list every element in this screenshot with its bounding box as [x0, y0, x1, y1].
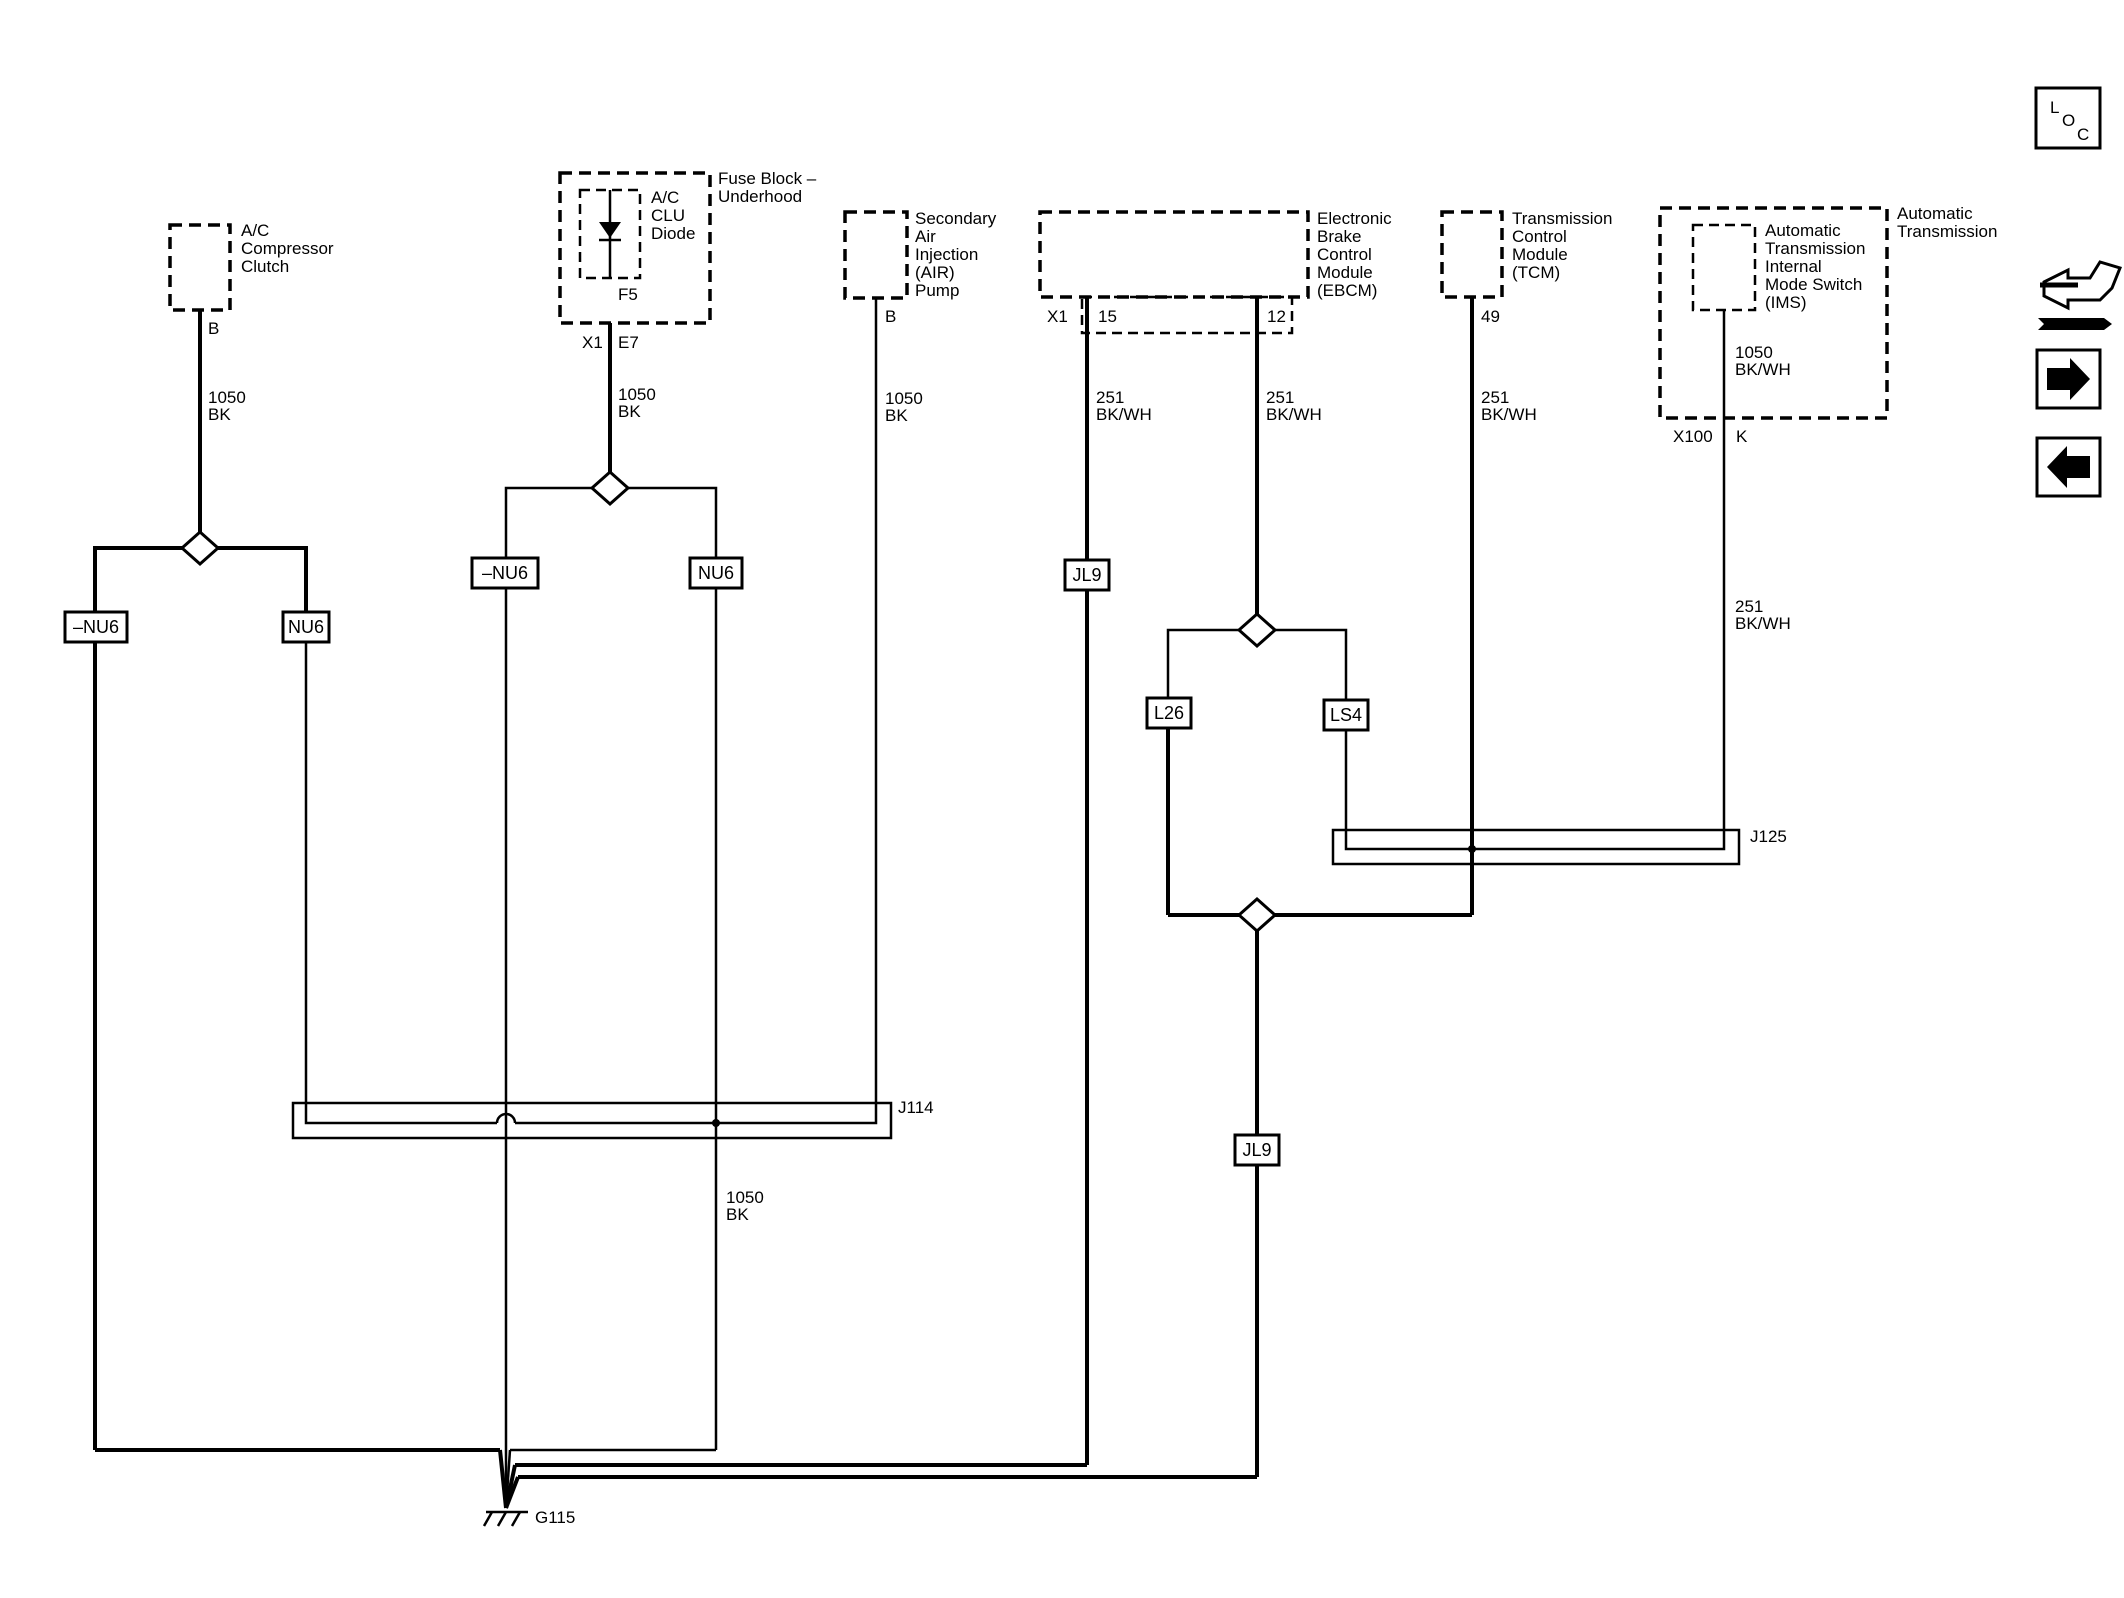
svg-text:(IMS): (IMS)	[1765, 293, 1807, 312]
svg-text:Clutch: Clutch	[241, 257, 289, 276]
svg-text:JL9: JL9	[1242, 1140, 1271, 1160]
svg-text:X1: X1	[1047, 307, 1068, 326]
svg-text:(AIR): (AIR)	[915, 263, 955, 282]
svg-text:(TCM): (TCM)	[1512, 263, 1560, 282]
option-l26-tag	[1145, 696, 1193, 730]
svg-text:Internal: Internal	[1765, 257, 1822, 276]
svg-text:Injection: Injection	[915, 245, 978, 264]
svg-text:LS4: LS4	[1330, 705, 1362, 725]
splice-diamond	[1236, 611, 1278, 649]
svg-text:251: 251	[1096, 388, 1124, 407]
splice-pack-j114: J114	[291, 1098, 934, 1140]
svg-text:Control: Control	[1512, 227, 1567, 246]
svg-text:L26: L26	[1154, 703, 1184, 723]
svg-text:X100: X100	[1673, 427, 1713, 446]
svg-text:E7: E7	[618, 333, 639, 352]
svg-text:15: 15	[1098, 307, 1117, 326]
svg-text:1050: 1050	[208, 388, 246, 407]
svg-text:Secondary: Secondary	[915, 209, 997, 228]
svg-text:1050: 1050	[618, 385, 656, 404]
svg-text:J114: J114	[898, 1098, 934, 1117]
svg-text:Electronic: Electronic	[1317, 209, 1392, 228]
svg-text:K: K	[1736, 427, 1748, 446]
svg-text:Automatic: Automatic	[1765, 221, 1841, 240]
svg-text:BK: BK	[618, 402, 641, 421]
svg-text:Control: Control	[1317, 245, 1372, 264]
transmission-control-module: Transmission Control Module (TCM) 49	[1440, 209, 1612, 326]
svg-text:Pump: Pump	[915, 281, 959, 300]
option-not-nu6-tag	[63, 610, 129, 644]
svg-text:1050: 1050	[885, 389, 923, 408]
svg-text:12: 12	[1267, 307, 1286, 326]
svg-text:Module: Module	[1317, 263, 1373, 282]
ebcm-module: Electronic Brake Control Module (EBCM) X…	[1038, 209, 1392, 335]
svg-text:251: 251	[1735, 597, 1763, 616]
connector-tool-icon[interactable]	[2038, 260, 2123, 330]
svg-text:Brake: Brake	[1317, 227, 1361, 246]
svg-text:Fuse Block –: Fuse Block –	[718, 169, 817, 188]
svg-text:BK: BK	[208, 405, 231, 424]
svg-text:CLU: CLU	[651, 206, 685, 225]
splice-diamond	[589, 469, 631, 507]
svg-text:251: 251	[1481, 388, 1509, 407]
svg-text:1050: 1050	[726, 1188, 764, 1207]
svg-text:F5: F5	[618, 285, 638, 304]
svg-text:BK/WH: BK/WH	[1735, 614, 1791, 633]
svg-text:Module: Module	[1512, 245, 1568, 264]
svg-text:A/C: A/C	[651, 188, 679, 207]
svg-text:BK/WH: BK/WH	[1096, 405, 1152, 424]
option-jl9-tag	[1233, 1133, 1281, 1167]
arrow-left-icon[interactable]	[2035, 436, 2102, 498]
svg-text:Diode: Diode	[651, 224, 695, 243]
svg-text:J125: J125	[1750, 827, 1787, 846]
svg-text:C: C	[2077, 125, 2089, 144]
svg-text:Transmission: Transmission	[1897, 222, 1997, 241]
svg-text:–NU6: –NU6	[73, 617, 119, 637]
svg-text:Mode Switch: Mode Switch	[1765, 275, 1862, 294]
svg-text:49: 49	[1481, 307, 1500, 326]
svg-text:–NU6: –NU6	[482, 563, 528, 583]
ac-compressor-clutch: A/C Compressor Clutch B	[168, 221, 334, 338]
option-ls4-tag	[1322, 698, 1370, 732]
svg-text:BK/WH: BK/WH	[1481, 405, 1537, 424]
svg-text:Compressor: Compressor	[241, 239, 334, 258]
splice-diamond	[1236, 896, 1278, 934]
option-jl9-tag	[1063, 558, 1111, 592]
svg-text:BK: BK	[885, 406, 908, 425]
automatic-transmission: Automatic Transmission Automatic Transmi…	[1658, 204, 1997, 446]
svg-text:Transmission: Transmission	[1512, 209, 1612, 228]
svg-text:NU6: NU6	[288, 617, 324, 637]
svg-text:L: L	[2050, 98, 2059, 117]
splice-pack-j125: J125	[1331, 827, 1787, 866]
svg-text:Air: Air	[915, 227, 936, 246]
arrow-right-icon[interactable]	[2035, 348, 2102, 410]
svg-text:A/C: A/C	[241, 221, 269, 240]
ground-g115: G115	[482, 1449, 575, 1527]
svg-text:Transmission: Transmission	[1765, 239, 1865, 258]
svg-text:JL9: JL9	[1072, 565, 1101, 585]
svg-text:O: O	[2062, 111, 2075, 130]
svg-text:BK/WH: BK/WH	[1266, 405, 1322, 424]
svg-text:X1: X1	[582, 333, 603, 352]
svg-text:BK/WH: BK/WH	[1735, 360, 1791, 379]
svg-text:Underhood: Underhood	[718, 187, 802, 206]
svg-text:NU6: NU6	[698, 563, 734, 583]
svg-text:G115: G115	[535, 1508, 575, 1527]
loc-button[interactable]: L O C	[2034, 86, 2102, 150]
svg-text:1050: 1050	[1735, 343, 1773, 362]
svg-text:(EBCM): (EBCM)	[1317, 281, 1377, 300]
svg-text:251: 251	[1266, 388, 1294, 407]
svg-text:B: B	[885, 307, 896, 326]
svg-text:B: B	[208, 319, 219, 338]
svg-text:BK: BK	[726, 1205, 749, 1224]
fuse-block-underhood: Fuse Block – Underhood A/C CLU Diode F5 …	[558, 169, 817, 352]
svg-text:Automatic: Automatic	[1897, 204, 1973, 223]
secondary-air-injection-pump: Secondary Air Injection (AIR) Pump B	[843, 209, 997, 326]
splice-diamond	[179, 529, 221, 567]
